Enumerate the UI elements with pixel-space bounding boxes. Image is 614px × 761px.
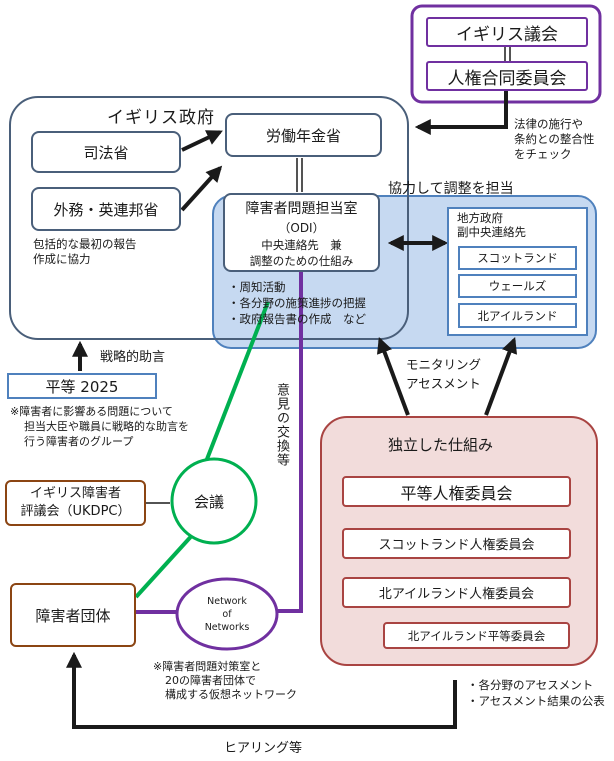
disabled-persons-organizations-box: 障害者団体 [10, 583, 136, 647]
justice-to-dwp-arrow [181, 130, 223, 152]
independent-title: 独立した仕組み [388, 436, 494, 454]
parliament-box: イギリス議会 [426, 17, 588, 47]
foreign-office-box: 外務・英連邦省 [31, 187, 181, 231]
parliament-note: 法律の施行や 条約との整合性 をチェック [514, 117, 595, 161]
coordination-label: 協力して調整を担当 [388, 181, 514, 197]
local-government-box: 地方政府 副中央連絡先 スコットランド ウェールズ 北アイルランド [447, 207, 588, 336]
justice-ministry-box: 司法省 [31, 131, 181, 173]
green-link-odi [200, 301, 270, 473]
committee-title: 人権合同委員会 [447, 68, 567, 89]
human-rights-committee-box: 人権合同委員会 [426, 61, 588, 91]
parliament-title: イギリス議会 [456, 24, 558, 45]
equality-2025-box: 平等 2025 [7, 373, 157, 399]
dwp-box: 労働年金省 [225, 113, 382, 157]
monitoring-arrow-1 [376, 337, 410, 416]
opinion-exchange-label: 意見の交換等 [274, 383, 289, 467]
conference-label: 会議 [194, 493, 225, 511]
odi-line2: 調整のための仕組み [249, 254, 354, 268]
network-oval [175, 577, 279, 651]
local-item-wales: ウェールズ [458, 274, 577, 298]
hearing-path [66, 651, 457, 729]
ukdpc-box: イギリス障害者 評議会（UKDPC） [5, 480, 146, 526]
foreign-to-dwp-arrow [180, 165, 223, 212]
local-item-scotland: スコットランド [458, 246, 577, 270]
network-note: ※障害者問題対策室と 20の障害者団体で 構成する仮想ネットワーク [153, 660, 297, 701]
parliament-to-government-arrow [414, 90, 508, 135]
local-title: 地方政府 副中央連絡先 [457, 211, 526, 239]
ni-equality-commission-box: 北アイルランド平等委員会 [383, 622, 570, 649]
odi-box: 障害者問題担当室 （ODI） 中央連絡先 兼 調整のための仕組み [223, 193, 380, 272]
local-item-northern-ireland: 北アイルランド [458, 303, 577, 328]
monitoring-arrow-2 [484, 337, 518, 416]
government-title: イギリス政府 [107, 108, 215, 128]
odi-title: 障害者問題担当室 [245, 201, 358, 217]
foreign-note: 包括的な最初の報告 作成に協力 [33, 237, 137, 266]
conference-circle [170, 457, 258, 545]
ni-hrc-box: 北アイルランド人権委員会 [342, 577, 571, 608]
green-link-dpo [134, 529, 198, 599]
strategic-advice-label: 戦略的助言 [100, 350, 166, 365]
odi-line1: 中央連絡先 兼 [261, 238, 342, 252]
opinion-exchange-path [274, 266, 303, 613]
equality-note: ※障害者に影響ある問題について 担当大臣や職員に戦略的な助言を 行う障害者のグル… [10, 405, 189, 448]
independent-notes: ・各分野のアセスメント ・アセスメント結果の公表 [467, 678, 605, 708]
ehrc-box: 平等人権委員会 [342, 476, 571, 507]
monitoring-label: モニタリング アセスメント [406, 357, 482, 391]
odi-abbr: （ODI） [278, 221, 325, 235]
network-label: Network of Networks [204, 596, 250, 633]
scottish-hrc-box: スコットランド人権委員会 [342, 528, 571, 559]
government-frame [9, 96, 409, 340]
hearing-label: ヒアリング等 [224, 741, 303, 756]
odi-tasks: ・周知活動 ・各分野の施策進捗の把握 ・政府報告書の作成 など [228, 280, 366, 326]
